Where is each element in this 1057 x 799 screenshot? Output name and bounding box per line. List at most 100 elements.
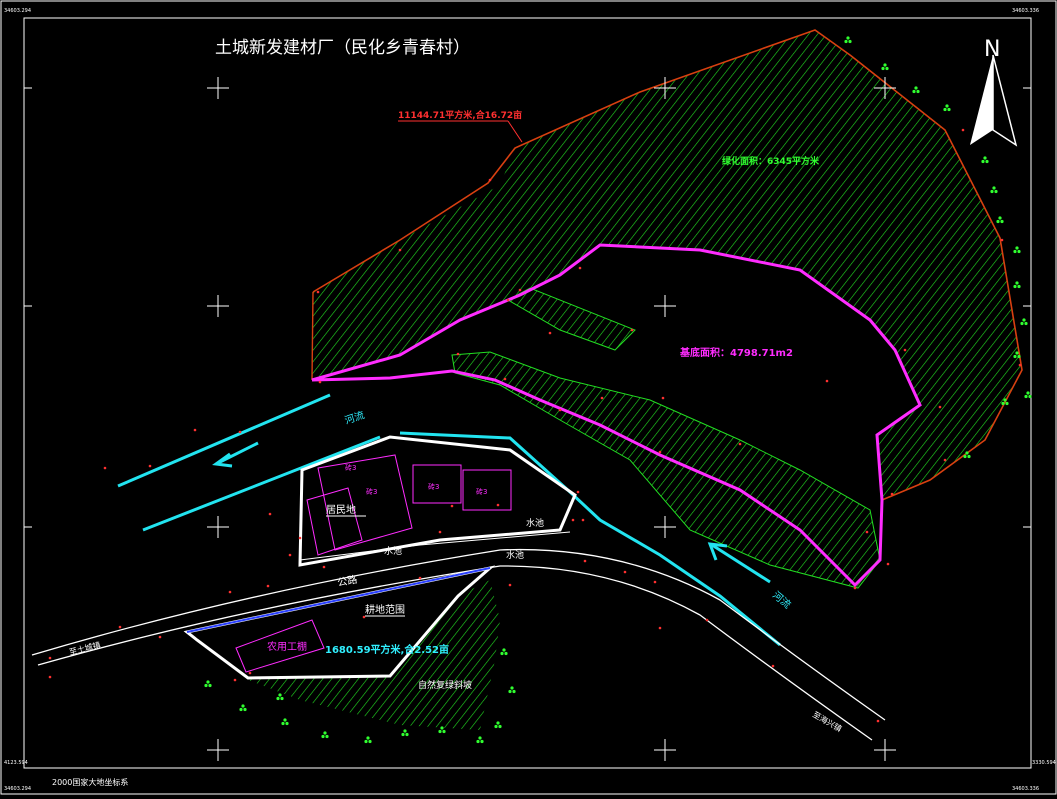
tree-symbol: [438, 726, 446, 734]
elevation-point: [1018, 363, 1022, 367]
house-label-1: 砖3: [345, 463, 356, 472]
elevation-point: [600, 396, 604, 400]
grid-cross: [874, 77, 896, 99]
elevation-point: [658, 450, 662, 454]
north-arrow-icon: [970, 54, 1018, 147]
tree-symbol: [239, 704, 247, 712]
tree-symbol: [844, 36, 852, 44]
elevation-point: [581, 518, 585, 522]
house-block-4: [462, 469, 512, 511]
river-flow-arrow-east: [707, 542, 771, 584]
tree-symbol: [1001, 398, 1009, 406]
elevation-point: [508, 583, 512, 587]
tree-symbol: [912, 86, 920, 94]
grid-cross: [207, 295, 229, 317]
pool-label-1: 水池: [526, 517, 544, 529]
corner-coord-top-right: 34603.336: [1012, 8, 1039, 14]
elevation-point: [943, 458, 947, 462]
elevation-point: [865, 530, 869, 534]
elevation-point: [288, 553, 292, 557]
road-main: [31, 548, 886, 741]
elevation-point: [1000, 238, 1004, 242]
tree-symbol: [1020, 318, 1028, 326]
north-label: N: [984, 37, 1000, 62]
tree-symbol: [401, 729, 409, 737]
corner-coord-right-lower: 3330.594: [1032, 760, 1056, 766]
slope-label: 自然复绿斜坡: [418, 679, 472, 691]
tree-symbol: [963, 451, 971, 459]
coord-system-label: 2000国家大地坐标系: [52, 777, 128, 787]
elevation-point: [961, 128, 965, 132]
base-boundary-line: [311, 243, 922, 588]
total-area-label: 11144.71平方米,合16.72亩: [398, 109, 522, 121]
house-label-4: 砖3: [476, 487, 487, 496]
corner-coord-bottom-right: 34603.336: [1012, 786, 1039, 792]
elevation-point: [623, 570, 627, 574]
elevation-point: [571, 518, 575, 522]
elevation-point: [518, 288, 522, 292]
tree-symbol: [981, 156, 989, 164]
elevation-point: [450, 504, 454, 508]
tree-symbol: [276, 693, 284, 701]
elevation-point: [362, 615, 366, 619]
elevation-point: [148, 464, 152, 468]
shed-label: 农用工棚: [267, 640, 307, 653]
elevation-point: [488, 178, 492, 182]
elevation-point: [322, 565, 326, 569]
grid-cross: [654, 77, 676, 99]
elevation-point: [658, 626, 662, 630]
river-label-1: 河流: [343, 408, 366, 427]
elevation-point: [316, 290, 320, 294]
grid-cross: [207, 77, 229, 99]
house-block-3: [412, 464, 462, 504]
tree-symbol: [1024, 391, 1032, 399]
elevation-point: [233, 678, 237, 682]
grid-crosses: [24, 77, 1031, 761]
elevation-point: [825, 379, 829, 383]
lower-hatched-strip: [451, 351, 881, 589]
tree-symbol: [996, 216, 1004, 224]
map-title: 土城新发建材厂（民化乡青春村）: [215, 38, 470, 58]
house-block-2: [306, 487, 363, 556]
river-line-east: [399, 431, 781, 647]
grid-cross: [654, 516, 676, 538]
river-line-upper: [117, 393, 331, 488]
elevation-point: [738, 442, 742, 446]
elevation-point: [506, 298, 510, 302]
to-haixing-label: 至海兴镇: [811, 709, 844, 734]
shed-outline: [235, 619, 325, 673]
elevation-point: [903, 348, 907, 352]
grid-cross: [874, 739, 896, 761]
grid-cross: [654, 739, 676, 761]
elevation-point: [266, 584, 270, 588]
grid-cross: [654, 295, 676, 317]
tree-symbol: [476, 736, 484, 744]
elevation-point: [771, 664, 775, 668]
corner-coord-top-left: 34603.294: [4, 8, 31, 14]
elevation-point: [886, 562, 890, 566]
elevation-point: [661, 396, 665, 400]
elevation-point: [548, 331, 552, 335]
pool-label-3: 水池: [506, 549, 524, 561]
river-line-lower: [142, 435, 381, 532]
road-label: 公路: [336, 573, 358, 589]
elevation-point: [853, 586, 857, 590]
farmland-north-edge: [186, 567, 491, 633]
boundary-left-edge: [311, 291, 314, 381]
house-label-3: 砖3: [428, 482, 439, 491]
elevation-point: [876, 719, 880, 723]
elevation-point: [938, 405, 942, 409]
elevation-point: [705, 618, 709, 622]
elevation-point: [503, 377, 507, 381]
elevation-point: [248, 671, 252, 675]
tree-symbol: [508, 686, 516, 694]
field-scope-label: 耕地范围: [365, 603, 405, 616]
base-area-label: 基底面积：4798.71m2: [679, 346, 793, 359]
elevation-point: [158, 635, 162, 639]
elevation-point: [496, 503, 500, 507]
elevation-point: [193, 428, 197, 432]
house-block-1: [317, 454, 413, 551]
elevation-point: [576, 490, 580, 494]
river-label-2: 河流: [770, 588, 794, 611]
